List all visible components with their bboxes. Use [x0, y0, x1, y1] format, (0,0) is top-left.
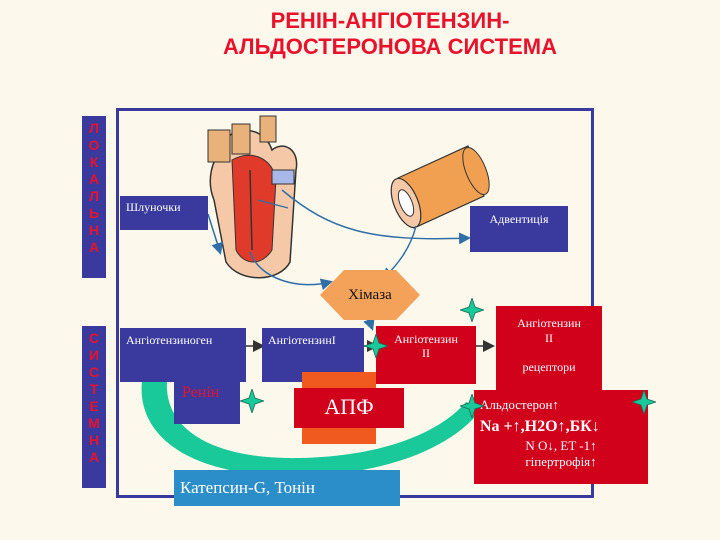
systemic-letter: С	[88, 364, 100, 380]
local-letter: Н	[88, 222, 100, 238]
systemic-label: С И С Т Е М Н А	[82, 326, 106, 488]
title-line-1: РЕНІН-АНГІОТЕНЗИН-	[270, 8, 510, 33]
local-label: Л О К А Л Ь Н А	[82, 116, 106, 278]
arrow-heart-adventitia	[281, 189, 471, 245]
adventitia-box: Адвентиція	[470, 206, 568, 252]
systemic-letter: Е	[89, 398, 99, 414]
systemic-letter: Т	[89, 381, 99, 397]
ace-label: АПФ	[294, 388, 404, 428]
receptors-line-3: рецептори	[522, 360, 576, 374]
cathepsin-box: Катепсин-G, Тонін	[174, 470, 400, 506]
effects-line-1: Альдостерон↑	[480, 397, 559, 412]
star-icon	[632, 390, 656, 414]
title-line-2: АЛЬДОСТЕРОНОВА СИСТЕМА	[222, 34, 557, 59]
angiotensinogen-box: Ангіотензиноген	[120, 328, 246, 382]
star-icon	[364, 334, 388, 358]
local-letter: А	[88, 239, 100, 255]
effects-line-4: гіпертрофія↑	[525, 454, 597, 469]
blood-vessel-illustration	[390, 145, 490, 229]
local-letter: Л	[89, 120, 99, 136]
receptors-line-1: Ангіотензин	[517, 316, 581, 330]
systemic-letter: И	[88, 347, 100, 363]
receptors-line-2: ІІ	[545, 331, 553, 345]
angiotensin-2-line-1: Ангіотензин	[394, 332, 458, 346]
star-icon	[460, 298, 484, 322]
chymase-label: Хімаза	[348, 287, 392, 303]
effects-line-3: N O↓, ET -1↑	[525, 438, 597, 453]
local-letter: К	[89, 154, 99, 170]
ventricles-box: Шлуночки	[120, 196, 208, 230]
chymase-hexagon	[320, 270, 420, 320]
page-title: РЕНІН-АНГІОТЕНЗИН- АЛЬДОСТЕРОНОВА СИСТЕМ…	[150, 8, 630, 60]
systemic-letter: С	[88, 330, 100, 346]
local-letter: А	[88, 171, 100, 187]
renin-box: Ренін	[174, 378, 240, 424]
star-icon	[460, 394, 484, 418]
heart-illustration	[207, 115, 298, 279]
arrow-heart-chymase	[249, 251, 333, 291]
local-letter: Ь	[88, 205, 100, 221]
arrow-ventricles-heart	[207, 213, 224, 255]
angiotensin-2-line-2: ІІ	[422, 346, 430, 360]
systemic-letter: М	[88, 415, 100, 431]
systemic-letter: А	[88, 449, 100, 465]
star-icon	[240, 389, 264, 413]
systemic-letter: Н	[88, 432, 100, 448]
angiotensin-2-box: Ангіотензин ІІ	[376, 326, 476, 384]
effects-box: Альдостерон↑ Na +↑,Н2О↑,БК↓ N O↓, ET -1↑…	[474, 390, 648, 484]
effects-line-2: Na +↑,Н2О↑,БК↓	[480, 418, 600, 435]
receptors-box: Ангіотензин ІІ рецептори	[496, 306, 602, 390]
local-letter: О	[88, 137, 100, 153]
local-letter: Л	[89, 188, 99, 204]
